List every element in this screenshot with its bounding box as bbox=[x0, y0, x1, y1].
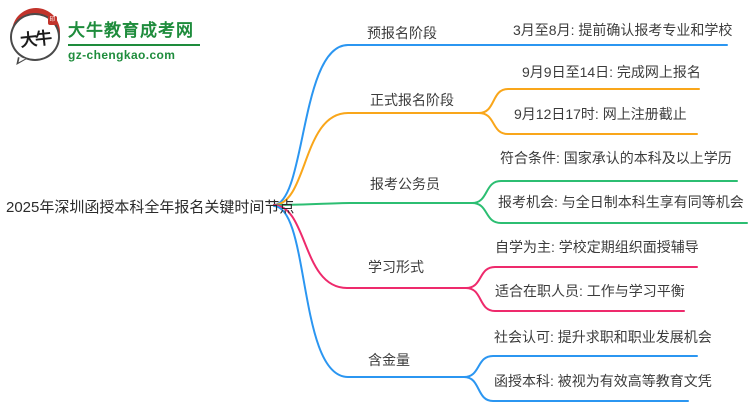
branch-3-label: 报考公务员 bbox=[370, 176, 440, 192]
leaf-civil-servant-opportunity: 报考机会: 与全日制本科生享有同等机会 bbox=[498, 194, 744, 210]
branch-4-child-1-line bbox=[465, 266, 698, 289]
leaf-preregister-period: 3月至8月: 提前确认报考专业和学校 bbox=[513, 22, 733, 38]
branch-2-child-1-line bbox=[478, 88, 700, 114]
leaf-valid-diploma: 函授本科: 被视为有效高等教育文凭 bbox=[494, 373, 712, 389]
leaf-official-register-dates: 9月9日至14日: 完成网上报名 bbox=[522, 64, 701, 80]
branch-1-line bbox=[273, 44, 728, 206]
branch-2-child-2-line bbox=[478, 112, 698, 135]
root-node-title: 2025年深圳函授本科全年报名关键时间节点 bbox=[6, 199, 295, 216]
branch-1-label: 预报名阶段 bbox=[367, 25, 437, 41]
branch-5-child-2-line bbox=[463, 376, 689, 402]
branch-5-child-1-line bbox=[463, 355, 698, 378]
branch-2-trunk-line bbox=[273, 112, 480, 206]
site-logo: 大牛 印 大牛教育成考网 gz-chengkao.com bbox=[10, 8, 200, 67]
branch-3-child-1-line bbox=[471, 180, 738, 204]
logo-characters: 大牛 bbox=[19, 27, 52, 51]
site-domain: gz-chengkao.com bbox=[68, 48, 176, 62]
branch-2-label: 正式报名阶段 bbox=[370, 92, 454, 108]
branch-3-child-2-line bbox=[471, 202, 748, 224]
logo-seal-icon: 印 bbox=[48, 16, 57, 25]
branch-4-trunk-line bbox=[273, 204, 467, 289]
logo-divider bbox=[68, 44, 200, 46]
branch-5-trunk-line bbox=[273, 205, 465, 378]
leaf-self-study: 自学为主: 学校定期组织面授辅导 bbox=[495, 239, 699, 255]
logo-bubble-icon: 大牛 印 bbox=[10, 8, 62, 67]
leaf-civil-servant-eligibility: 符合条件: 国家承认的本科及以上学历 bbox=[500, 150, 732, 166]
branch-4-child-2-line bbox=[465, 287, 685, 312]
branch-5-label: 含金量 bbox=[368, 352, 410, 368]
site-name: 大牛教育成考网 bbox=[68, 21, 194, 40]
branch-4-label: 学习形式 bbox=[368, 259, 424, 275]
leaf-social-recognition: 社会认可: 提升求职和职业发展机会 bbox=[494, 329, 712, 345]
branch-3-trunk-line bbox=[273, 202, 473, 206]
leaf-register-deadline: 9月12日17时: 网上注册截止 bbox=[514, 106, 687, 122]
leaf-working-people: 适合在职人员: 工作与学习平衡 bbox=[495, 283, 685, 299]
